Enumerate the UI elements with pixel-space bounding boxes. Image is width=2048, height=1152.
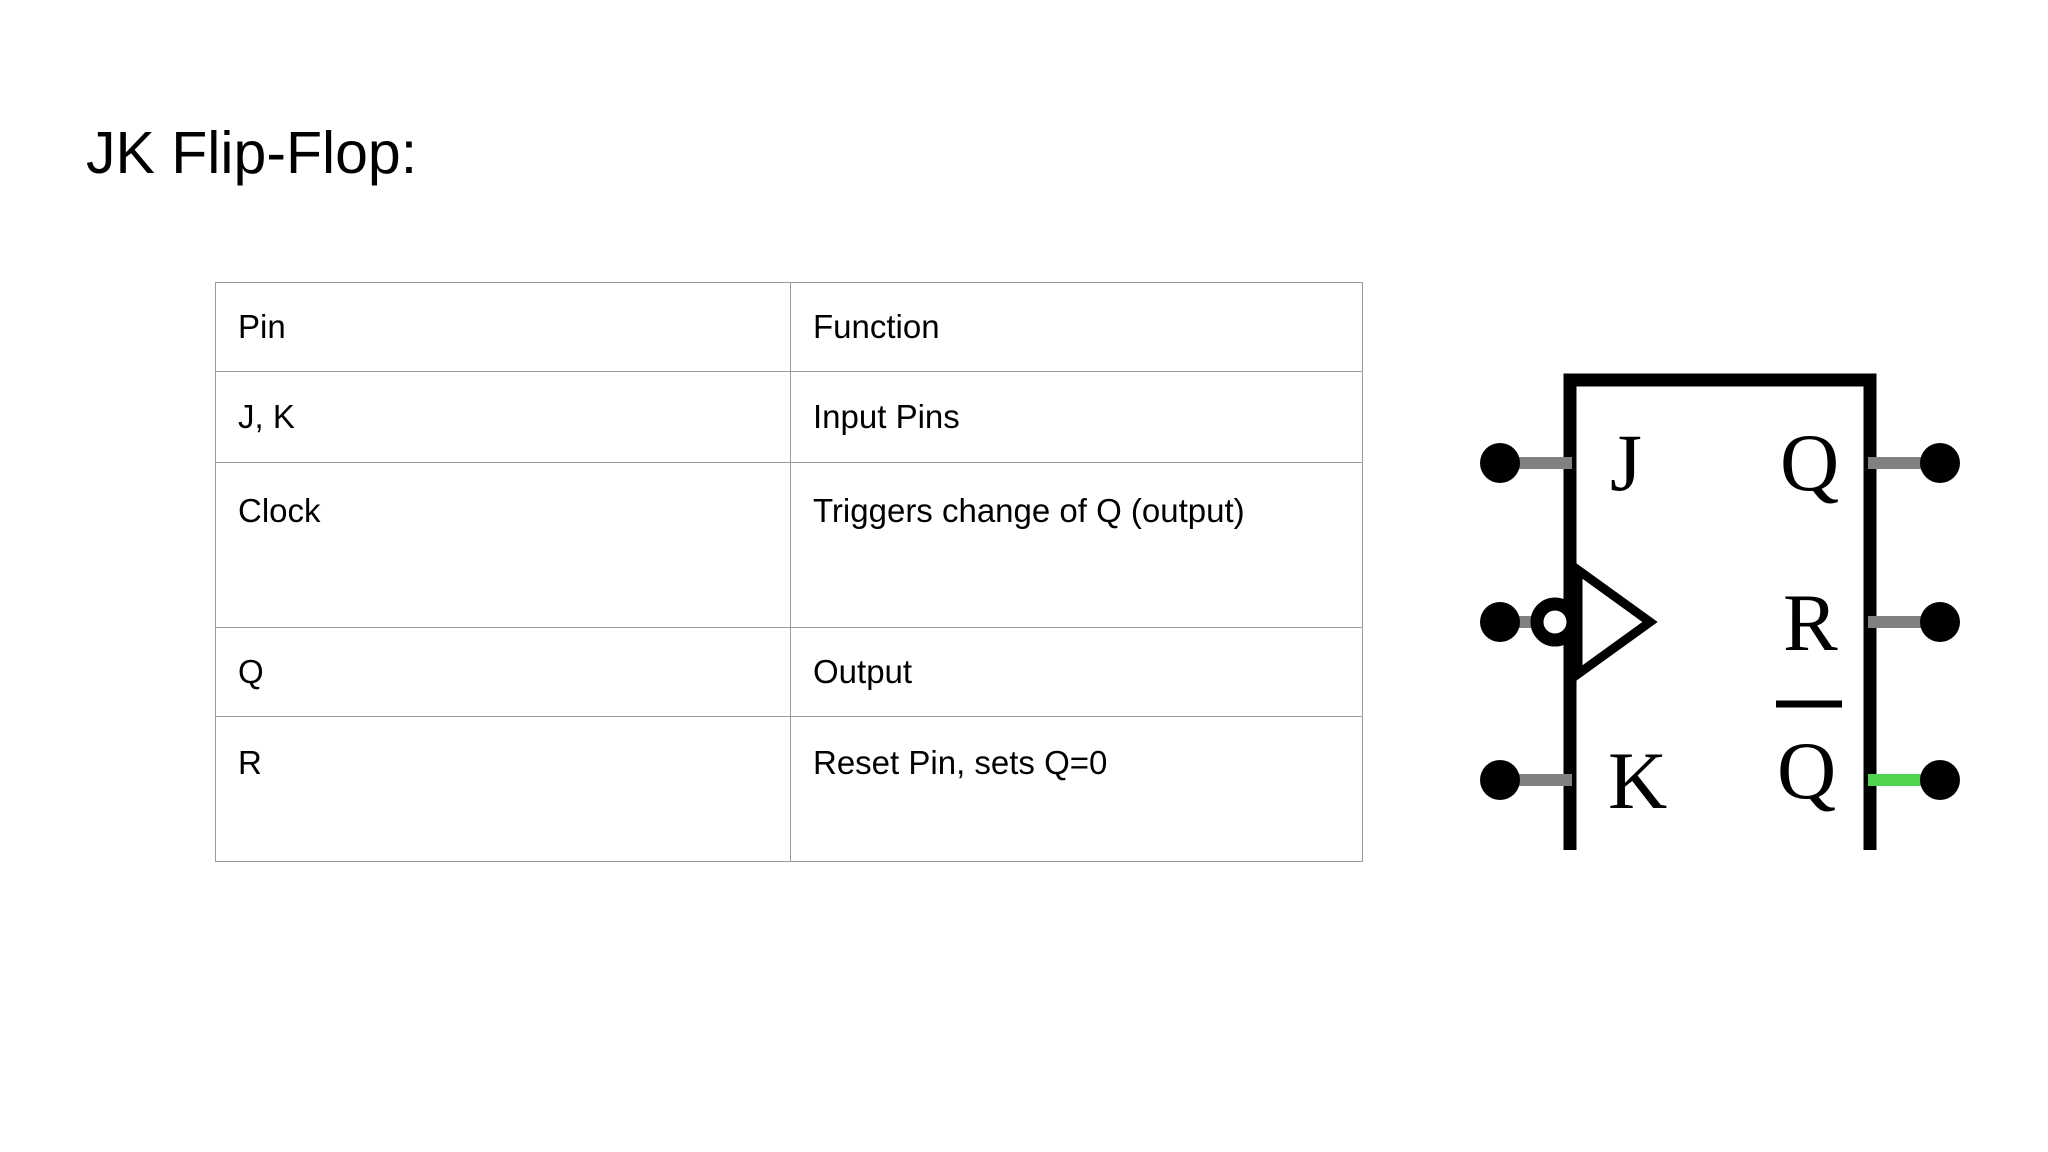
table-row: Clock Triggers change of Q (output)	[215, 462, 1363, 628]
pin-function-table: Pin Function J, K Input Pins Clock Trigg…	[215, 282, 1363, 862]
pin-label-r: R	[1783, 577, 1838, 668]
cell-function: Output	[790, 627, 1363, 717]
cell-pin: Q	[215, 627, 791, 717]
table-header-row: Pin Function	[215, 282, 1363, 372]
clock-edge-trigger-icon	[1573, 561, 1658, 683]
clock-inversion-bubble-icon	[1530, 597, 1580, 647]
terminal-input-k	[1480, 760, 1520, 800]
terminal-output-qbar	[1920, 760, 1960, 800]
table-row: J, K Input Pins	[215, 371, 1363, 463]
cell-pin: Clock	[215, 462, 791, 628]
jk-flip-flop-diagram: J K Q R Q	[1450, 330, 2020, 850]
cell-pin: J, K	[215, 371, 791, 463]
page-title: JK Flip-Flop:	[86, 120, 418, 186]
column-header-function: Function	[790, 282, 1363, 372]
table-row: Q Output	[215, 627, 1363, 717]
column-header-pin: Pin	[215, 282, 791, 372]
pin-label-k: K	[1608, 735, 1667, 826]
pin-label-j: J	[1610, 417, 1642, 508]
cell-function: Triggers change of Q (output)	[790, 462, 1363, 628]
cell-function: Reset Pin, sets Q=0	[790, 716, 1363, 862]
terminal-output-q	[1920, 443, 1960, 483]
pin-label-q: Q	[1780, 417, 1839, 508]
cell-pin: R	[215, 716, 791, 862]
terminal-output-r	[1920, 602, 1960, 642]
cell-function: Input Pins	[790, 371, 1363, 463]
pin-label-qbar: Q	[1777, 725, 1836, 816]
terminal-input-j	[1480, 443, 1520, 483]
table-row: R Reset Pin, sets Q=0	[215, 716, 1363, 862]
terminal-input-clock	[1480, 602, 1520, 642]
